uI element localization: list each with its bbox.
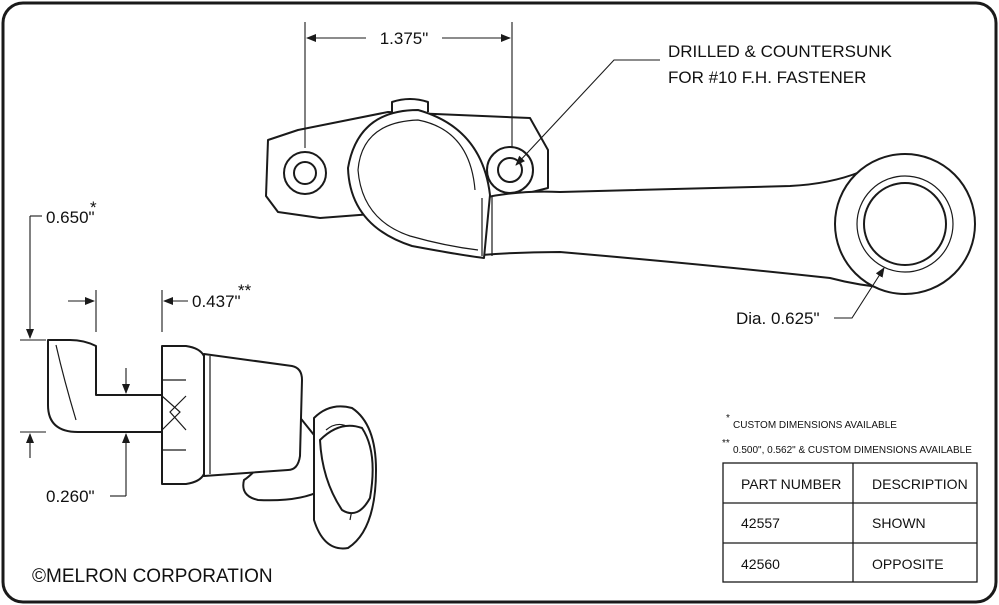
callout-leader <box>515 59 660 166</box>
dim-eye-diameter: Dia. 0.625" <box>736 309 820 328</box>
plate-tab <box>391 98 429 112</box>
eye-ring-inner <box>856 175 954 273</box>
left-hole-inner <box>293 161 317 185</box>
hex-nut <box>161 345 205 485</box>
diameter-leader <box>834 267 885 319</box>
callout-line-2: FOR #10 F.H. FASTENER <box>668 68 866 87</box>
copyright: ©MELRON CORPORATION <box>32 566 273 587</box>
parts-table: PART NUMBER DESCRIPTION 42557 SHOWN 4256… <box>722 462 978 583</box>
table-row-2-part: 42560 <box>741 556 780 572</box>
notes: * CUSTOM DIMENSIONS AVAILABLE ** 0.500",… <box>722 413 972 456</box>
side-eye-knob <box>319 424 374 514</box>
side-body <box>203 353 303 477</box>
dim-stem-offset: 0.437" <box>192 292 241 311</box>
note-2-text: 0.500", 0.562" & CUSTOM DIMENSIONS AVAIL… <box>733 445 972 456</box>
dim-hole-spacing: 1.375" <box>380 29 429 48</box>
dim-stem-offset-mark: ** <box>238 281 252 300</box>
dim-stem-thickness: 0.260" <box>46 487 95 506</box>
note-1-mark: * <box>726 413 730 424</box>
hub-inner <box>357 119 479 251</box>
hook-stem-detail <box>55 344 77 421</box>
hub <box>347 109 491 259</box>
table-row-1-part: 42557 <box>741 515 780 531</box>
note-1-text: CUSTOM DIMENSIONS AVAILABLE <box>733 420 897 431</box>
table-row-1-description: SHOWN <box>872 515 926 531</box>
dim-height: 0.650" <box>46 208 95 227</box>
note-2-mark: ** <box>722 438 730 449</box>
side-view: 0.650" * 0.437" ** 0.260" <box>20 198 377 550</box>
lever-arm <box>481 163 893 289</box>
table-header-description: DESCRIPTION <box>872 476 968 492</box>
callout-line-1: DRILLED & COUNTERSUNK <box>668 42 893 61</box>
hook-stem <box>47 339 163 433</box>
table-header-part-number: PART NUMBER <box>741 476 841 492</box>
eye-hole <box>863 182 947 266</box>
right-hole-inner <box>497 157 523 183</box>
table-row-2-description: OPPOSITE <box>872 556 944 572</box>
top-view: 1.375" DRILLED & COUNTERSUNK FOR #10 F.H… <box>265 22 976 328</box>
dim-height-mark: * <box>90 198 97 217</box>
